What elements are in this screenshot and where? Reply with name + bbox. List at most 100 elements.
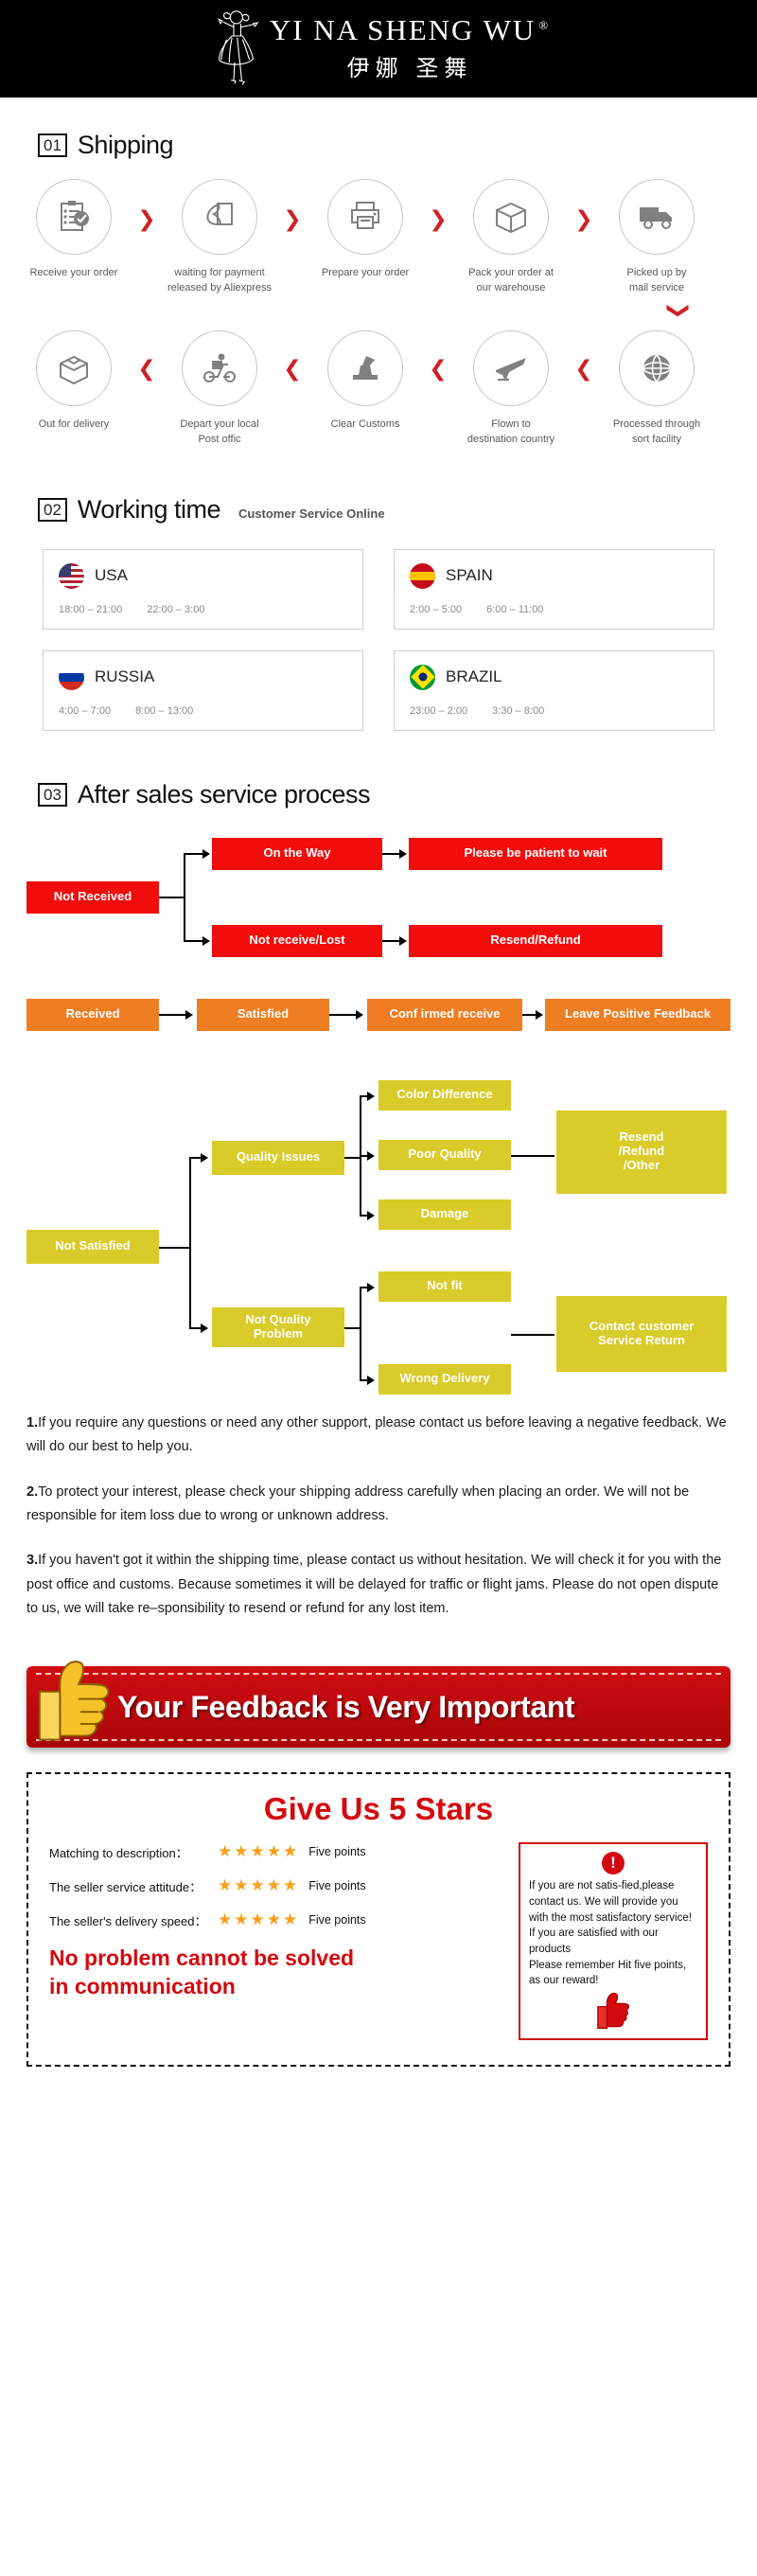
flow-arrow (201, 1152, 208, 1163)
chevron-left-icon: ❯ (429, 358, 448, 383)
flow-line (344, 1156, 361, 1159)
section-number: 02 (38, 497, 67, 522)
rating-row: The seller service attitude： ★★★★★ Five … (49, 1876, 507, 1895)
flow-node-satisfied: Satisfied (197, 998, 329, 1031)
chevron-left-icon: ❯ (574, 358, 593, 383)
flow-line (360, 1154, 369, 1157)
flow-node-quality-issues: Quality Issues (212, 1140, 344, 1175)
hours-slot: 22:00 – 3:00 (147, 603, 205, 615)
flow-arrow (367, 1150, 375, 1161)
working-time-section: 02 Working time Customer Service Online … (0, 448, 757, 731)
shipping-step: Receive your order (13, 179, 134, 281)
rating-points: Five points (308, 1879, 366, 1893)
section-number: 01 (38, 133, 67, 157)
shipping-step: Depart your local Post offic (159, 329, 280, 448)
brand-header: YI NA SHENG WU® 伊娜 圣舞 (0, 0, 757, 98)
section-subtitle: Customer Service Online (238, 506, 385, 521)
flow-line (189, 1156, 191, 1329)
communication-slogan: No problem cannot be solved in communica… (49, 1945, 355, 1999)
chevron-down-icon: ❯ (666, 301, 691, 320)
flow-arrow (201, 1323, 208, 1333)
flow-line (159, 1246, 191, 1249)
flow-node-received: Received (26, 998, 159, 1031)
step-label: Pack your order at our warehouse (468, 267, 554, 293)
brand-name-en: YI NA SHENG WU® (269, 13, 551, 47)
rating-label: Matching to description： (49, 1845, 188, 1860)
flow-line (329, 1013, 358, 1016)
flow-arrow (367, 1091, 375, 1101)
flag-spain-icon (410, 562, 435, 589)
flow-line (360, 1286, 369, 1288)
note-text: To protect your interest, please check y… (26, 1483, 690, 1523)
thumbs-up-icon (38, 1661, 110, 1741)
flow-line (511, 1154, 555, 1157)
give-us-5-stars-heading: Give Us 5 Stars (263, 1791, 494, 1827)
printer-icon (351, 202, 379, 229)
note-number: 2. (26, 1483, 39, 1500)
flow-line (159, 896, 185, 898)
flow-arrow (185, 1009, 193, 1020)
hours-row: 23:00 – 2:00 3:30 – 8:00 (410, 705, 698, 717)
note-item: 1.If you require any questions or need a… (26, 1412, 731, 1460)
flow-node-poor-quality: Poor Quality (378, 1139, 511, 1170)
flow-node-color-difference: Color Difference (378, 1079, 511, 1110)
exclamation-icon: ! (602, 1852, 625, 1875)
chevron-right-icon: ❯ (574, 207, 593, 232)
hours-row: 4:00 – 7:00 8:00 – 13:00 (59, 705, 347, 717)
step-label: Receive your order (29, 267, 118, 278)
step-icon-circle (473, 329, 549, 406)
star-icon-set: ★★★★★ (218, 1842, 300, 1862)
step-icon-circle (36, 179, 112, 255)
step-label: Clear Customs (330, 417, 400, 430)
shipping-heading: 01 Shipping (0, 131, 757, 160)
flow-node-on-the-way: On the Way (212, 837, 382, 870)
brand-name-en-text: YI NA SHENG WU (269, 13, 537, 47)
flow-arrow (356, 1009, 363, 1020)
step-label: waiting for payment released by Aliexpre… (167, 267, 273, 293)
flow-node-resend-refund: Resend/Refund (409, 924, 662, 957)
hours-slot: 18:00 – 21:00 (59, 603, 123, 615)
registered-mark-icon: ® (538, 17, 551, 32)
chevron-right-icon: ❯ (429, 207, 448, 232)
rating-rows: Matching to description： ★★★★★ Five poin… (49, 1842, 507, 2040)
flow-arrow (202, 848, 210, 859)
flow-line (344, 1326, 361, 1329)
truck-icon (640, 207, 672, 229)
flow-line (382, 852, 401, 855)
flow-down-arrow-wrap: ❯ (0, 298, 757, 323)
page-title: After sales service process (77, 779, 371, 808)
hours-slot: 6:00 – 11:00 (486, 603, 544, 615)
flow-arrow (202, 935, 210, 946)
flowchart-received: Received Satisfied Conf irmed receive Le… (26, 993, 731, 1052)
country-name: SPAIN (446, 566, 493, 585)
rating-label: The seller's delivery speed： (49, 1913, 207, 1928)
airplane-icon (496, 357, 526, 382)
flow-line (189, 1326, 202, 1329)
working-time-heading: 02 Working time Customer Service Online (0, 495, 757, 524)
warning-text: If you are not satis-fied,please contact… (529, 1880, 692, 1987)
shipping-step: Out for delivery (13, 329, 134, 433)
country-name: BRAZIL (446, 667, 502, 686)
shipping-steps-row-2: Out for delivery ❯ Depart your local Pos… (0, 329, 757, 448)
flow-line (159, 1013, 187, 1016)
hours-slot: 23:00 – 2:00 (410, 704, 468, 717)
chevron-left-icon: ❯ (137, 358, 156, 383)
rating-points: Five points (308, 1845, 366, 1859)
brand-name-cn: 伊娜 圣舞 (346, 55, 473, 81)
chevron-left-icon: ❯ (283, 358, 302, 383)
flow-line (522, 1013, 537, 1016)
flow-arrow (367, 1282, 375, 1292)
card-header: RUSSIA (59, 664, 347, 690)
note-text: If you require any questions or need any… (26, 1414, 727, 1455)
flowchart-not-received: Not Received On the Way Please be patien… (26, 834, 731, 976)
flow-line (189, 1156, 202, 1159)
step-icon-circle (182, 179, 257, 255)
hours-row: 18:00 – 21:00 22:00 – 3:00 (59, 604, 347, 615)
box-icon (496, 202, 526, 234)
working-time-grid: USA 18:00 – 21:00 22:00 – 3:00 SPAIN 2:0… (0, 548, 757, 731)
flow-node-damage: Damage (378, 1199, 511, 1230)
hours-slot: 2:00 – 5:00 (410, 603, 463, 615)
flow-arrow (399, 848, 407, 859)
flow-node-please-wait: Please be patient to wait (409, 837, 662, 870)
flow-arrow (367, 1375, 375, 1385)
